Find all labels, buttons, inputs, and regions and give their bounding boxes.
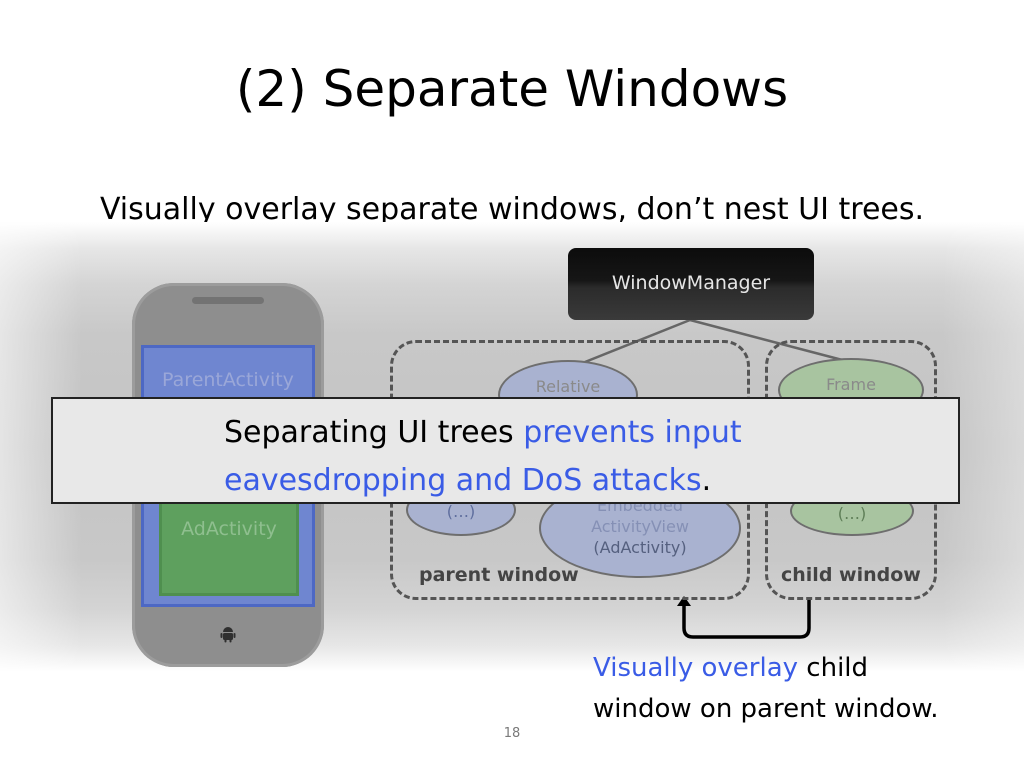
slide-title: (2) Separate Windows: [235, 60, 789, 118]
parent-activity-screen: ParentActivity AdActivity: [141, 345, 315, 607]
callout-accent-2: eavesdropping and DoS attacks: [224, 463, 702, 498]
caption-accent: Visually overlay: [593, 653, 799, 683]
ad-activity-label: AdActivity: [181, 518, 277, 540]
callout-box: Separating UI trees prevents input eaves…: [51, 397, 960, 504]
page-number: 18: [503, 726, 521, 741]
callout-plain: Separating UI trees: [224, 415, 524, 450]
parent-activity-label: ParentActivity: [162, 369, 294, 391]
callout-accent-1: prevents input: [523, 415, 742, 450]
caption-line2: window on parent window.: [593, 694, 939, 724]
parent-window-label: parent window: [419, 564, 579, 586]
phone-speaker: [192, 297, 264, 304]
embedded-node-line2: ActivityView: [591, 517, 689, 536]
caption-line1-rest: child: [798, 653, 869, 683]
callout-end: .: [701, 463, 712, 498]
android-icon: [220, 627, 236, 643]
child-child-node-label: (…): [837, 504, 867, 523]
overlay-caption: Visually overlay child window on parent …: [593, 648, 939, 730]
parent-child-node-label: (…): [446, 502, 476, 521]
embedded-node-line3: (AdActivity): [593, 538, 687, 557]
child-window-label: child window: [781, 564, 921, 586]
relative-node-label: Relative: [535, 377, 601, 396]
window-manager-box: WindowManager: [568, 248, 814, 320]
ad-activity-screen: AdActivity: [159, 500, 299, 596]
window-manager-label: WindowManager: [611, 272, 771, 294]
callout-text: Separating UI trees prevents input eaves…: [224, 409, 742, 505]
slide-subtitle: Visually overlay separate windows, don’t…: [99, 192, 925, 227]
frame-node-label: Frame: [826, 375, 876, 394]
